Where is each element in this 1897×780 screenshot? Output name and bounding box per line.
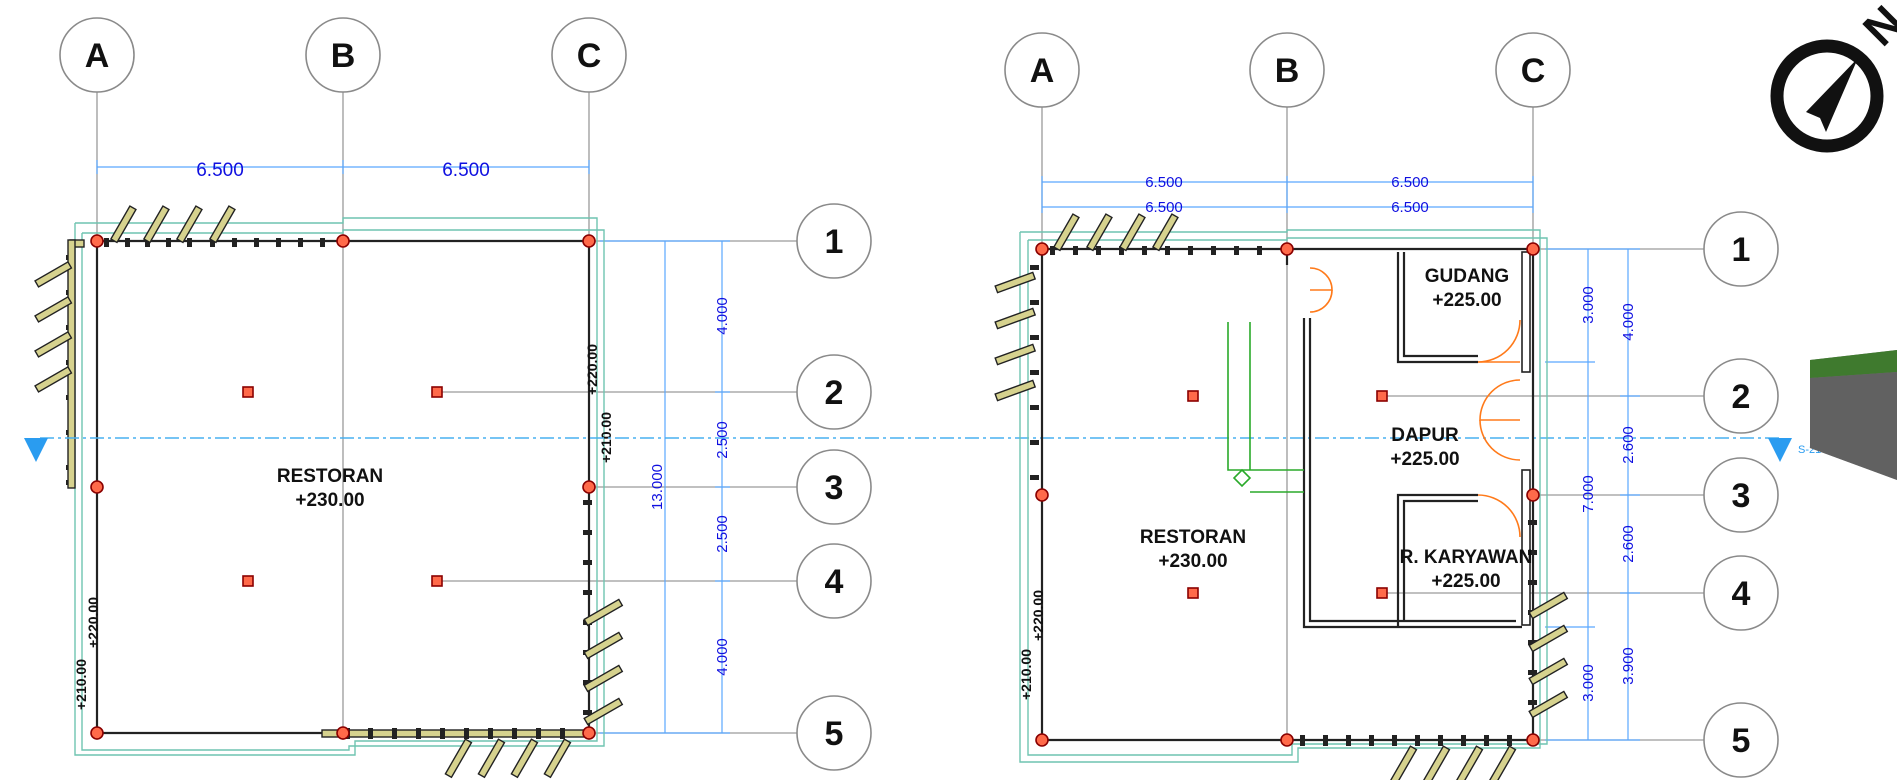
stair xyxy=(1227,322,1304,493)
svg-text:6.500: 6.500 xyxy=(196,160,244,181)
svg-text:RESTORAN: RESTORAN xyxy=(1140,527,1246,548)
svg-text:+225.00: +225.00 xyxy=(1431,571,1500,592)
compass-north-icon: N xyxy=(1770,0,1897,153)
svg-text:+230.00: +230.00 xyxy=(1158,551,1227,572)
window-panels xyxy=(994,213,1569,780)
svg-text:B: B xyxy=(331,37,356,75)
svg-text:+225.00: +225.00 xyxy=(1390,449,1459,470)
grid-bubble-4: 4 xyxy=(796,543,872,619)
svg-text:2.600: 2.600 xyxy=(1620,525,1637,563)
svg-text:A: A xyxy=(1030,52,1055,90)
grid-bubble-2: 2 xyxy=(796,354,872,430)
room-label-gudang: GUDANG +225.00 xyxy=(1425,266,1509,311)
grid-bubble-2: 2 xyxy=(1703,358,1779,434)
structural-columns xyxy=(90,234,596,740)
grid-bubble-a: A xyxy=(1004,32,1080,108)
slab-outline xyxy=(1019,229,1548,763)
svg-text:6.500: 6.500 xyxy=(442,160,490,181)
terrain-thumbnail xyxy=(1810,350,1897,480)
svg-text:3.000: 3.000 xyxy=(1580,286,1597,324)
svg-text:6.500: 6.500 xyxy=(1145,174,1183,191)
elevation-tag: +220.00 xyxy=(85,597,101,648)
svg-text:RESTORAN: RESTORAN xyxy=(277,466,383,487)
room-label-r-karyawan: R. KARYAWAN +225.00 xyxy=(1400,547,1533,592)
svg-text:7.000: 7.000 xyxy=(1580,475,1597,513)
grid-bubble-1: 1 xyxy=(796,203,872,279)
svg-text:6.500: 6.500 xyxy=(1391,199,1429,216)
svg-text:2.600: 2.600 xyxy=(1620,426,1637,464)
slab-outline xyxy=(74,217,605,756)
walls xyxy=(1030,246,1537,746)
grid-bubble-4: 4 xyxy=(1703,555,1779,631)
svg-text:5: 5 xyxy=(825,715,844,753)
svg-text:N: N xyxy=(1853,0,1897,56)
grid-bubble-1: 1 xyxy=(1703,211,1779,287)
elevation-tag: +210.00 xyxy=(598,412,614,463)
svg-text:R. KARYAWAN: R. KARYAWAN xyxy=(1400,547,1533,568)
svg-text:2: 2 xyxy=(825,374,844,412)
svg-text:C: C xyxy=(1521,52,1546,90)
svg-text:+230.00: +230.00 xyxy=(295,490,364,511)
elevation-tag: +220.00 xyxy=(584,344,600,395)
svg-text:+225.00: +225.00 xyxy=(1432,290,1501,311)
room-label-restoran: RESTORAN +230.00 xyxy=(1140,527,1246,572)
svg-text:2.500: 2.500 xyxy=(714,421,731,459)
grid-bubble-5: 5 xyxy=(1703,702,1779,778)
grid-bubble-b: B xyxy=(305,17,381,93)
svg-text:1: 1 xyxy=(825,223,844,261)
plan-left: A B C 1 2 3 4 5 xyxy=(34,17,872,779)
svg-text:DAPUR: DAPUR xyxy=(1391,425,1459,446)
svg-text:4: 4 xyxy=(1732,575,1751,613)
grid-bubble-5: 5 xyxy=(796,695,872,771)
dimension-right: 3.000 7.000 3.000 4.000 2.600 2.600 3.90… xyxy=(1545,248,1640,741)
grid-bubble-b: B xyxy=(1249,32,1325,108)
grid-bubble-c: C xyxy=(551,17,627,93)
svg-text:A: A xyxy=(85,37,110,75)
structural-columns xyxy=(1035,242,1540,747)
plan-right: A B C 1 2 3 4 5 xyxy=(994,32,1779,780)
svg-text:2: 2 xyxy=(1732,378,1751,416)
svg-text:3: 3 xyxy=(825,469,844,507)
svg-text:6.500: 6.500 xyxy=(1391,174,1429,191)
room-label-dapur: DAPUR +225.00 xyxy=(1390,425,1459,470)
svg-text:4: 4 xyxy=(825,563,844,601)
svg-text:GUDANG: GUDANG xyxy=(1425,266,1509,287)
svg-text:5: 5 xyxy=(1732,722,1751,760)
svg-text:B: B xyxy=(1275,52,1300,90)
window-panels xyxy=(34,205,624,779)
dimension-top: 6.500 6.500 xyxy=(96,160,590,181)
grid-bubble-a: A xyxy=(59,17,135,93)
svg-text:4.000: 4.000 xyxy=(1620,303,1637,341)
elevation-tag: +220.00 xyxy=(1030,590,1046,641)
elevation-tag: +210.00 xyxy=(73,659,89,710)
grid-bubble-c: C xyxy=(1495,32,1571,108)
svg-text:1: 1 xyxy=(1732,231,1751,269)
elevation-tag: +210.00 xyxy=(1018,649,1034,700)
svg-text:3.000: 3.000 xyxy=(1580,664,1597,702)
doors xyxy=(1309,267,1521,538)
section-line: S-21 xyxy=(24,437,1821,462)
svg-text:6.500: 6.500 xyxy=(1145,199,1183,216)
svg-text:3.900: 3.900 xyxy=(1620,647,1637,685)
svg-text:2.500: 2.500 xyxy=(714,515,731,553)
dimension-right: 4.000 2.500 2.500 4.000 13.000 xyxy=(600,240,731,734)
grid-bubble-3: 3 xyxy=(796,449,872,525)
walls xyxy=(66,238,592,739)
grid-bubble-3: 3 xyxy=(1703,457,1779,533)
room-label-restoran: RESTORAN +230.00 xyxy=(277,466,383,511)
svg-text:4.000: 4.000 xyxy=(714,638,731,676)
svg-text:13.000: 13.000 xyxy=(649,464,666,510)
svg-text:4.000: 4.000 xyxy=(714,297,731,335)
dimension-top: 6.500 6.500 6.500 6.500 xyxy=(1041,174,1534,216)
svg-text:C: C xyxy=(577,37,602,75)
svg-text:3: 3 xyxy=(1732,477,1751,515)
